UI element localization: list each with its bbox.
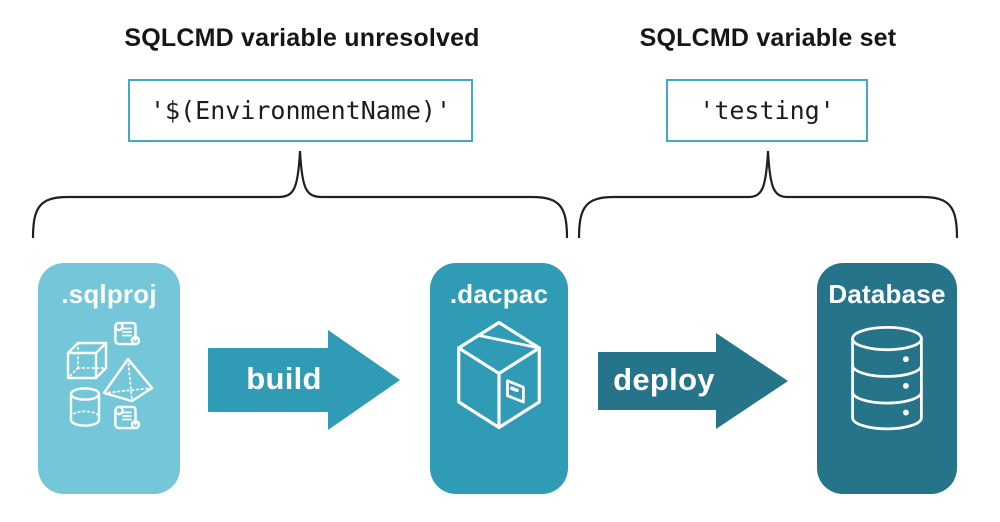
package-box-icon xyxy=(446,315,552,435)
sqlproj-label: .sqlproj xyxy=(61,279,157,309)
heading-sqlcmd-set: SQLCMD variable set xyxy=(639,24,897,52)
pyramid-icon xyxy=(102,357,154,403)
deploy-arrow-label: deploy xyxy=(613,362,715,397)
deploy-arrow: deploy xyxy=(598,325,788,432)
dacpac-label: .dacpac xyxy=(449,279,549,309)
heading-sqlcmd-unresolved: SQLCMD variable unresolved xyxy=(124,24,480,52)
code-value-unresolved: '$(EnvironmentName)' xyxy=(149,96,452,125)
code-box-testing-value: 'testing' xyxy=(666,79,868,142)
database-label: Database xyxy=(828,279,946,309)
curly-brace-right xyxy=(576,145,963,241)
curly-brace-left xyxy=(30,145,570,241)
scroll-icon xyxy=(114,321,141,346)
sqlproj-box: .sqlproj xyxy=(38,263,180,494)
cube-icon xyxy=(66,341,108,380)
scroll-icon xyxy=(114,405,141,430)
build-arrow-label: build xyxy=(246,361,322,396)
dacpac-box: .dacpac xyxy=(430,263,568,494)
code-value-set: 'testing' xyxy=(699,96,835,125)
cylinder-icon xyxy=(69,387,101,427)
database-box: Database xyxy=(817,263,957,494)
build-arrow: build xyxy=(208,325,400,432)
database-cylinder-icon xyxy=(844,323,930,435)
code-box-environment-variable: '$(EnvironmentName)' xyxy=(128,79,473,142)
sql-objects-icon xyxy=(66,319,154,441)
